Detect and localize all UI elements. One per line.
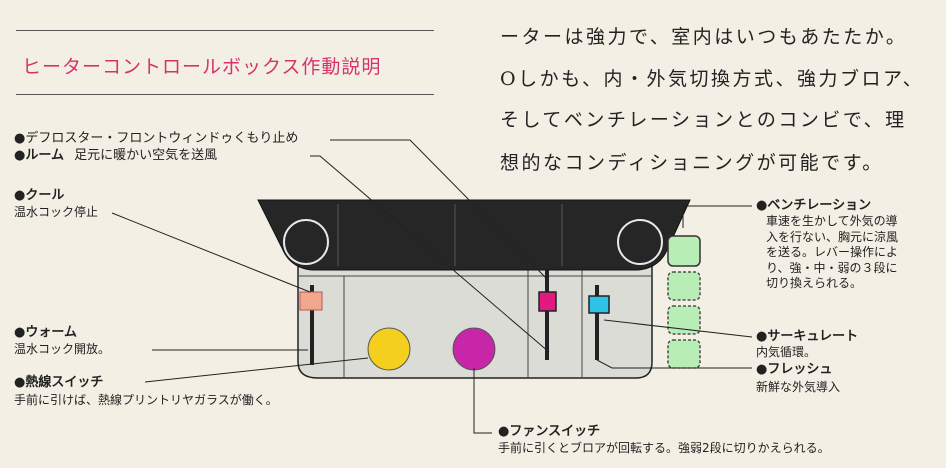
intro-line-2: Oしかも、内・外気切換方式、強力ブロア、 <box>500 68 925 90</box>
temp-slider <box>299 291 323 311</box>
label-fresh-desc: 新鮮な外気導入 <box>756 380 841 394</box>
label-fan-desc: 手前に引くとブロアが回転する。強弱2段に切りかえられる。 <box>498 441 830 455</box>
label-fresh-name: ●フレッシュ <box>756 362 833 377</box>
label-warm-desc: 温水コック開放。 <box>14 342 111 356</box>
intro-line-1: ーターは強力で、室内はいつもあたたか。 <box>500 26 908 48</box>
vent-indicator-active <box>667 235 701 267</box>
vent-desc-line: 車速を生かして外気の導 <box>766 214 898 228</box>
vent-desc-line: り、強・中・弱の３段に <box>766 260 898 275</box>
label-ventilation-name: ●ベンチレーション <box>756 198 872 213</box>
vent-desc-line: 切り換えられる。 <box>766 276 863 290</box>
label-room-desc: 足元に暖かい空気を送風 <box>74 148 218 163</box>
top-rule <box>16 30 434 31</box>
label-room: ●ルーム 足元に暖かい空気を送風 <box>14 148 217 164</box>
intake-slider <box>588 295 610 314</box>
label-circulate-desc: 内気循環。 <box>756 345 817 359</box>
label-heat-switch-desc: 手前に引けば、熱線プリントリヤガラスが働く。 <box>14 393 278 407</box>
section-title: ヒーターコントロールボックス作動説明 <box>22 56 382 78</box>
vent-indicator-1 <box>667 271 701 301</box>
vent-desc-line: 入を行ない、胸元に涼風 <box>766 229 899 244</box>
intro-line-4: 想的なコンディショニングが可能です。 <box>500 152 884 174</box>
label-circulate-name: ●サーキュレート <box>756 329 859 344</box>
label-ventilation-desc: 車速を生かして外気の導 入を行ない、胸元に涼風 を送る。レバー操作によ り、強・… <box>766 214 898 292</box>
label-cool-name: ●クール <box>14 188 65 203</box>
label-cool-desc: 温水コック停止 <box>14 205 99 219</box>
vent-indicator-3 <box>667 339 701 369</box>
control-panel-top <box>257 199 691 271</box>
vent-indicator-2 <box>667 305 701 335</box>
vent-desc-line: を送る。レバー操作によ <box>766 245 899 259</box>
label-warm-name: ●ウォーム <box>14 325 77 340</box>
right-vent-ring <box>617 219 663 265</box>
air-slider <box>538 291 557 312</box>
label-fan-name: ●ファンスイッチ <box>498 424 601 439</box>
left-vent-ring <box>283 219 329 265</box>
heat-switch-knob <box>367 327 411 371</box>
intro-line-3: そしてベンチレーションとのコンビで、理 <box>500 109 907 131</box>
fan-switch-knob <box>452 327 496 371</box>
label-defroster: ●デフロスター・フロントウィンドゥくもり止め <box>14 131 299 146</box>
label-room-name: ●ルーム <box>14 148 64 163</box>
label-heat-switch-name: ●熱線スイッチ <box>14 375 104 390</box>
bottom-rule <box>16 94 434 95</box>
